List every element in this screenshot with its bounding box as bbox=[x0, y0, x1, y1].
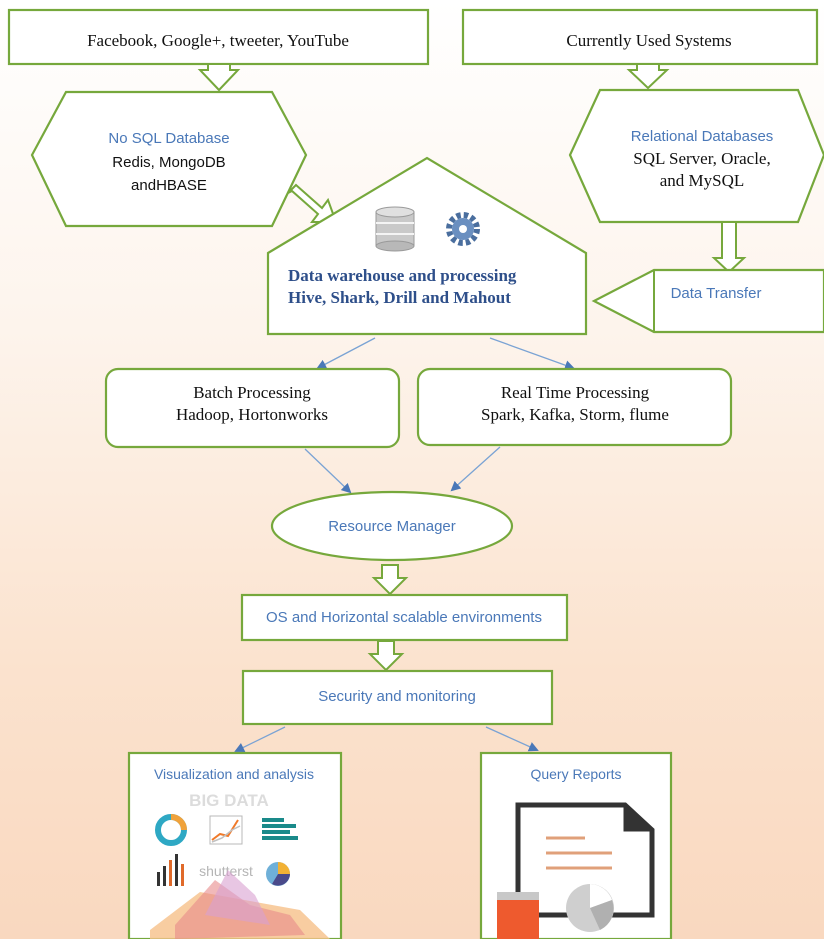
pie-report-icon bbox=[566, 884, 614, 932]
arrow-os-to-security bbox=[367, 640, 405, 672]
down-arrow-social bbox=[197, 63, 241, 92]
arrow-warehouse-to-batch bbox=[316, 337, 376, 369]
realtime-processing-box[interactable] bbox=[416, 367, 733, 447]
visualization-title: Visualization and analysis bbox=[154, 766, 314, 782]
nosql-title: No SQL Database bbox=[108, 130, 229, 147]
os-box[interactable] bbox=[240, 593, 569, 642]
nosql-hexagon[interactable] bbox=[30, 90, 308, 228]
realtime-tools: Spark, Kafka, Storm, flume bbox=[481, 405, 669, 424]
relational-hexagon[interactable] bbox=[568, 88, 824, 224]
current-systems-box[interactable] bbox=[461, 8, 819, 66]
resource-manager-ellipse[interactable] bbox=[270, 490, 514, 562]
social-media-box[interactable] bbox=[7, 8, 430, 66]
data-warehouse-box[interactable] bbox=[266, 156, 588, 336]
data-transfer-label: Data Transfer bbox=[671, 285, 762, 302]
arrow-realtime-to-resource bbox=[450, 446, 501, 492]
stream-chart-icon bbox=[262, 818, 298, 840]
nosql-line1: Redis, MongoDB bbox=[112, 154, 225, 171]
arrow-resource-to-os bbox=[371, 564, 409, 596]
arrow-relational-to-transfer bbox=[711, 221, 747, 274]
os-label: OS and Horizontal scalable environments bbox=[266, 609, 542, 626]
relational-title: Relational Databases bbox=[631, 128, 774, 145]
arrow-batch-to-resource bbox=[304, 448, 352, 494]
arrow-security-to-query bbox=[485, 726, 539, 752]
big-data-banner: BIG DATA bbox=[189, 791, 269, 810]
security-box[interactable] bbox=[241, 669, 554, 726]
relational-line2: and MySQL bbox=[660, 171, 745, 190]
database-icon bbox=[375, 206, 415, 252]
arrow-security-to-visualization bbox=[234, 726, 286, 752]
social-media-label: Facebook, Google+, tweeter, YouTube bbox=[87, 31, 349, 50]
surface-plot-icon bbox=[150, 870, 330, 939]
warehouse-title: Data warehouse and processing bbox=[288, 266, 517, 285]
realtime-title: Real Time Processing bbox=[501, 383, 650, 402]
nosql-line2: andHBASE bbox=[131, 177, 207, 194]
bar-chart-icon bbox=[157, 854, 184, 886]
down-arrow-current bbox=[626, 63, 670, 90]
relational-line1: SQL Server, Oracle, bbox=[633, 149, 770, 168]
security-label: Security and monitoring bbox=[318, 688, 476, 705]
gear-icon bbox=[446, 212, 480, 246]
data-transfer-box[interactable] bbox=[591, 268, 824, 334]
watermark-text: shutterst bbox=[199, 863, 253, 879]
report-card-icon bbox=[497, 892, 539, 939]
donut-chart-icon bbox=[155, 814, 187, 846]
line-chart-icon bbox=[209, 815, 243, 845]
document-icon bbox=[515, 802, 655, 918]
batch-tools: Hadoop, Hortonworks bbox=[176, 405, 328, 424]
query-reports-title: Query Reports bbox=[530, 766, 621, 782]
batch-title: Batch Processing bbox=[193, 383, 311, 402]
warehouse-tools: Hive, Shark, Drill and Mahout bbox=[288, 288, 511, 307]
pie-chart-icon bbox=[266, 862, 290, 886]
batch-processing-box[interactable] bbox=[104, 367, 401, 449]
resource-manager-label: Resource Manager bbox=[328, 518, 456, 535]
current-systems-label: Currently Used Systems bbox=[566, 31, 731, 50]
arrow-warehouse-to-realtime bbox=[489, 337, 575, 370]
